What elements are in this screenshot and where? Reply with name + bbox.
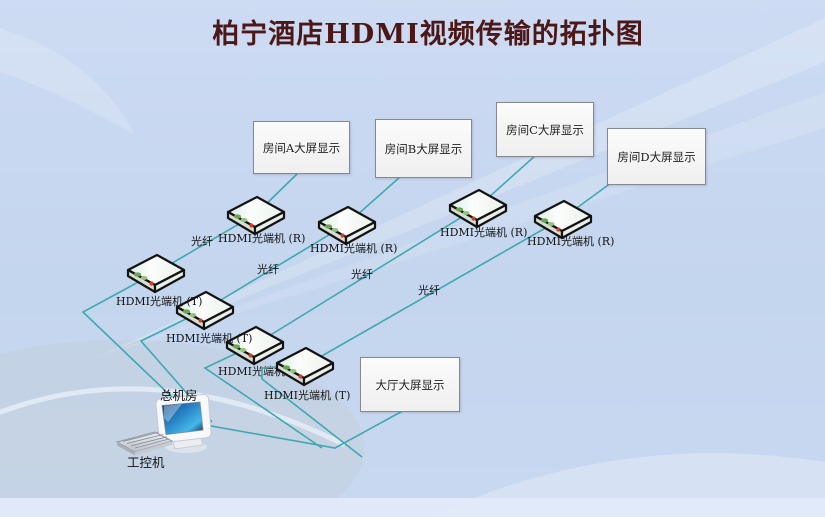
hdmi-extender-receiver-3: [448, 188, 508, 229]
receiver-2-label: HDMI光端机 (R): [310, 242, 398, 255]
computer-icon: [155, 393, 212, 453]
background-swirl-rim: [0, 386, 347, 448]
lobby-display-box: 大厅大屏显示: [360, 357, 460, 412]
background-bottom-strip: [0, 498, 825, 517]
receiver-3-label: HDMI光端机 (R): [440, 226, 528, 239]
hdmi-link-transmitter-1: [81, 271, 176, 401]
room-d-display-box: 房间D大屏显示: [607, 128, 706, 185]
background-corner-swirl: [0, 28, 135, 135]
transmitter-1-label: HDMI光端机 (T): [116, 295, 203, 308]
hdmi-extender-receiver-2: [317, 205, 377, 246]
room-a-display-box: 房间A大屏显示: [253, 121, 350, 174]
fiber-label-3: 光纤: [351, 268, 373, 281]
keyboard-icon: [115, 431, 174, 456]
link-lobby-display: [199, 407, 409, 449]
fiber-label-2: 光纤: [257, 263, 279, 276]
room-b-display-label: 房间B大屏显示: [384, 141, 463, 156]
control-room-label: 总机房: [160, 388, 198, 403]
room-c-display-label: 房间C大屏显示: [506, 122, 584, 137]
monitor-screen: [161, 401, 204, 435]
room-b-display-box: 房间B大屏显示: [375, 119, 472, 178]
lobby-display-label: 大厅大屏显示: [375, 377, 445, 392]
receiver-4-label: HDMI光端机 (R): [527, 235, 615, 248]
hdmi-link-transmitter-2: [139, 308, 213, 423]
receiver-1-label: HDMI光端机 (R): [218, 232, 306, 245]
keyboard-edge: [117, 442, 135, 456]
monitor-screen-glare: [164, 404, 182, 422]
hdmi-extender-receiver-1: [226, 195, 286, 236]
room-d-display-label: 房间D大屏显示: [617, 149, 696, 164]
background-light-ray: [95, 18, 825, 358]
industrial-pc-label: 工控机: [127, 455, 165, 470]
transmitter-2-label: HDMI光端机 (T): [166, 332, 253, 345]
fiber-label-1: 光纤: [191, 235, 213, 248]
fiber-label-4: 光纤: [418, 284, 440, 297]
diagram-title: 柏宁酒店HDMI视频传输的拓扑图: [212, 19, 644, 50]
room-c-display-box: 房间C大屏显示: [496, 102, 594, 157]
keyboard-keys: [122, 432, 170, 449]
keyboard-edge: [135, 441, 172, 456]
room-a-display-label: 房间A大屏显示: [262, 140, 341, 155]
transmitter-4-label: HDMI光端机 (T): [264, 389, 351, 402]
